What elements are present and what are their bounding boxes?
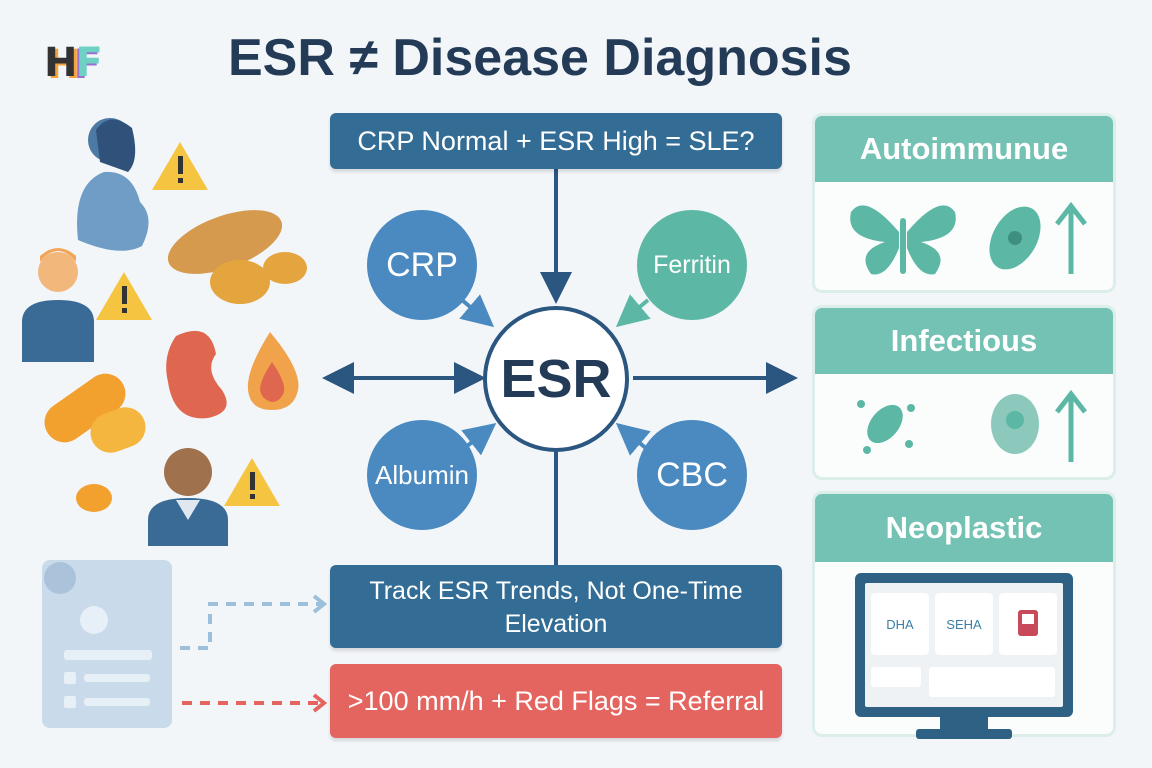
monitor-icon: DHA SEHA [855, 573, 1073, 717]
butterfly-icon [850, 205, 956, 275]
crp-normal-esr-high-box: CRP Normal + ESR High = SLE? [330, 113, 782, 169]
infectious-icons [857, 389, 1087, 462]
dha-tile: DHA [871, 593, 929, 655]
monitor-stand [940, 717, 988, 731]
neoplastic-heading: Neoplastic [815, 494, 1113, 562]
pregnant-woman-icon [77, 118, 149, 251]
autoimmune-icons [850, 201, 1087, 275]
bacteria-icon [989, 206, 1041, 270]
bacteria-icon [991, 394, 1039, 454]
albumin-circle: Albumin [367, 420, 477, 530]
risk-factor-illustrations [22, 118, 307, 546]
infectious-card: Infectious [812, 305, 1116, 480]
track-trends-box: Track ESR Trends, Not One-Time Elevation [330, 565, 782, 648]
blood-drop-icon [247, 332, 299, 410]
pills-icon [44, 373, 146, 512]
arrow-up-icon [1055, 201, 1087, 274]
kidney-icon [166, 330, 227, 419]
page-title: ESR ≠ Disease Diagnosis [228, 29, 852, 87]
infectious-heading: Infectious [815, 308, 1113, 374]
monitor-base [916, 729, 1012, 739]
cbc-circle: CBC [637, 420, 747, 530]
warning-icon [152, 142, 208, 190]
app-tile [999, 593, 1057, 655]
seha-tile: SEHA [935, 593, 993, 655]
arrow-up-icon [1055, 389, 1087, 462]
ferritin-circle: Ferritin [637, 210, 747, 320]
warning-icon [96, 272, 152, 320]
bacteria-icon [857, 400, 915, 454]
autoimmune-card: Autoimmunue [812, 113, 1116, 293]
crp-circle: CRP [367, 210, 477, 320]
referral-box: >100 mm/h + Red Flags = Referral [330, 664, 782, 738]
elderly-man-icon [148, 448, 228, 546]
hf-logo: HF [44, 40, 103, 86]
esr-circle: ESR [483, 306, 629, 452]
medical-record-icon [42, 560, 172, 728]
man-icon [22, 248, 94, 362]
warning-icon [224, 458, 280, 506]
ginger-root-icon [167, 210, 307, 304]
autoimmune-heading: Autoimmunue [815, 116, 1113, 182]
